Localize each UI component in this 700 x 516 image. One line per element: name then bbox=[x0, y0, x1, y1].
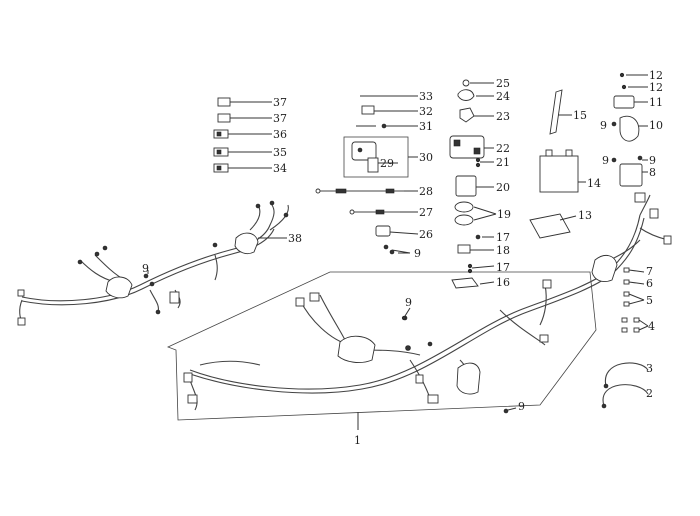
label-12-a: 12 bbox=[649, 69, 663, 82]
label-22: 22 bbox=[496, 142, 510, 155]
label-37-a: 37 bbox=[273, 96, 287, 109]
label-5: 5 bbox=[646, 294, 653, 307]
label-32: 32 bbox=[419, 105, 433, 118]
label-29: 29 bbox=[380, 157, 394, 170]
label-18: 18 bbox=[496, 244, 510, 257]
label-9-g: 9 bbox=[518, 400, 525, 413]
label-30: 30 bbox=[419, 151, 433, 164]
label-15: 15 bbox=[573, 109, 587, 122]
label-25: 25 bbox=[496, 77, 510, 90]
label-9-e: 9 bbox=[414, 247, 421, 260]
label-9-a: 9 bbox=[600, 119, 607, 132]
screws-9 bbox=[143, 252, 517, 414]
label-20: 20 bbox=[496, 181, 510, 194]
parts-8-12 bbox=[611, 72, 648, 187]
sub-harness-38 bbox=[17, 200, 289, 326]
label-36: 36 bbox=[273, 128, 287, 141]
label-38: 38 bbox=[288, 232, 302, 245]
label-24: 24 bbox=[496, 90, 510, 103]
label-7: 7 bbox=[646, 265, 653, 278]
label-33: 33 bbox=[419, 90, 433, 103]
label-3: 3 bbox=[646, 362, 653, 375]
label-31: 31 bbox=[419, 120, 433, 133]
label-21: 21 bbox=[496, 156, 510, 169]
label-1: 1 bbox=[354, 434, 361, 447]
main-harness bbox=[183, 192, 672, 411]
label-23: 23 bbox=[496, 110, 510, 123]
parts-2-7 bbox=[601, 267, 649, 409]
label-28: 28 bbox=[419, 185, 433, 198]
part-labels: 1 2 3 4 5 6 7 8 9 9 9 9 9 9 9 10 11 12 1… bbox=[142, 69, 663, 447]
main-harness-outline bbox=[166, 271, 597, 421]
label-37-b: 37 bbox=[273, 112, 287, 125]
label-12-b: 12 bbox=[649, 81, 663, 94]
label-9-f: 9 bbox=[405, 296, 412, 309]
parts-16-25 bbox=[449, 79, 497, 289]
label-9-c: 9 bbox=[649, 154, 656, 167]
label-17-a: 17 bbox=[496, 231, 510, 244]
label-27: 27 bbox=[419, 206, 433, 219]
label-17-b: 17 bbox=[496, 261, 510, 274]
label-26: 26 bbox=[419, 228, 433, 241]
label-16: 16 bbox=[496, 276, 510, 289]
label-35: 35 bbox=[273, 146, 287, 159]
parts-26-28 bbox=[315, 188, 419, 255]
label-6: 6 bbox=[646, 277, 653, 290]
parts-30-33 bbox=[343, 95, 418, 178]
label-11: 11 bbox=[649, 96, 663, 109]
label-4: 4 bbox=[648, 320, 655, 333]
label-14: 14 bbox=[587, 177, 601, 190]
label-2: 2 bbox=[646, 387, 653, 400]
parts-13-15 bbox=[529, 89, 586, 239]
label-9-b: 9 bbox=[602, 154, 609, 167]
label-9-d: 9 bbox=[142, 262, 149, 275]
label-8: 8 bbox=[649, 166, 656, 179]
terminals-34-37 bbox=[213, 97, 272, 173]
label-13: 13 bbox=[578, 209, 592, 222]
label-19: 19 bbox=[497, 208, 511, 221]
label-34: 34 bbox=[273, 162, 287, 175]
label-10: 10 bbox=[649, 119, 663, 132]
